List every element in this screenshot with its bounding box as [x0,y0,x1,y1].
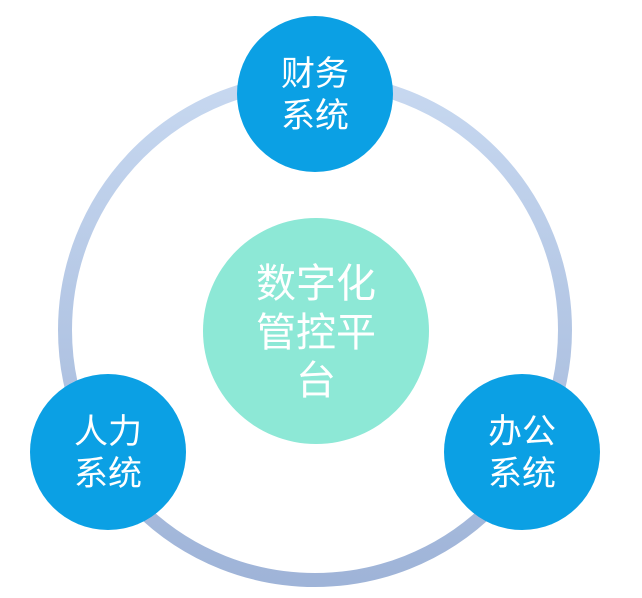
center-circle [203,218,429,444]
center-node: 数字化 管控平 台 [203,218,429,444]
finance-system-node: 财务 系统 [237,16,393,172]
center-label-line-2: 管控平 [256,310,376,356]
hr-label-line-2: 系统 [74,454,142,494]
hr-circle [30,374,186,530]
office-label-line-2: 系统 [488,454,556,494]
hr-system-node: 人力 系统 [30,374,186,530]
office-label-line-1: 办公 [488,412,556,452]
center-label-line-1: 数字化 [256,261,376,307]
hr-label-line-1: 人力 [74,412,142,452]
center-label-line-3: 台 [296,358,336,404]
finance-label-line-1: 财务 [281,54,349,94]
office-circle [444,374,600,530]
finance-circle [237,16,393,172]
finance-label-line-2: 系统 [281,96,349,136]
office-system-node: 办公 系统 [444,374,600,530]
